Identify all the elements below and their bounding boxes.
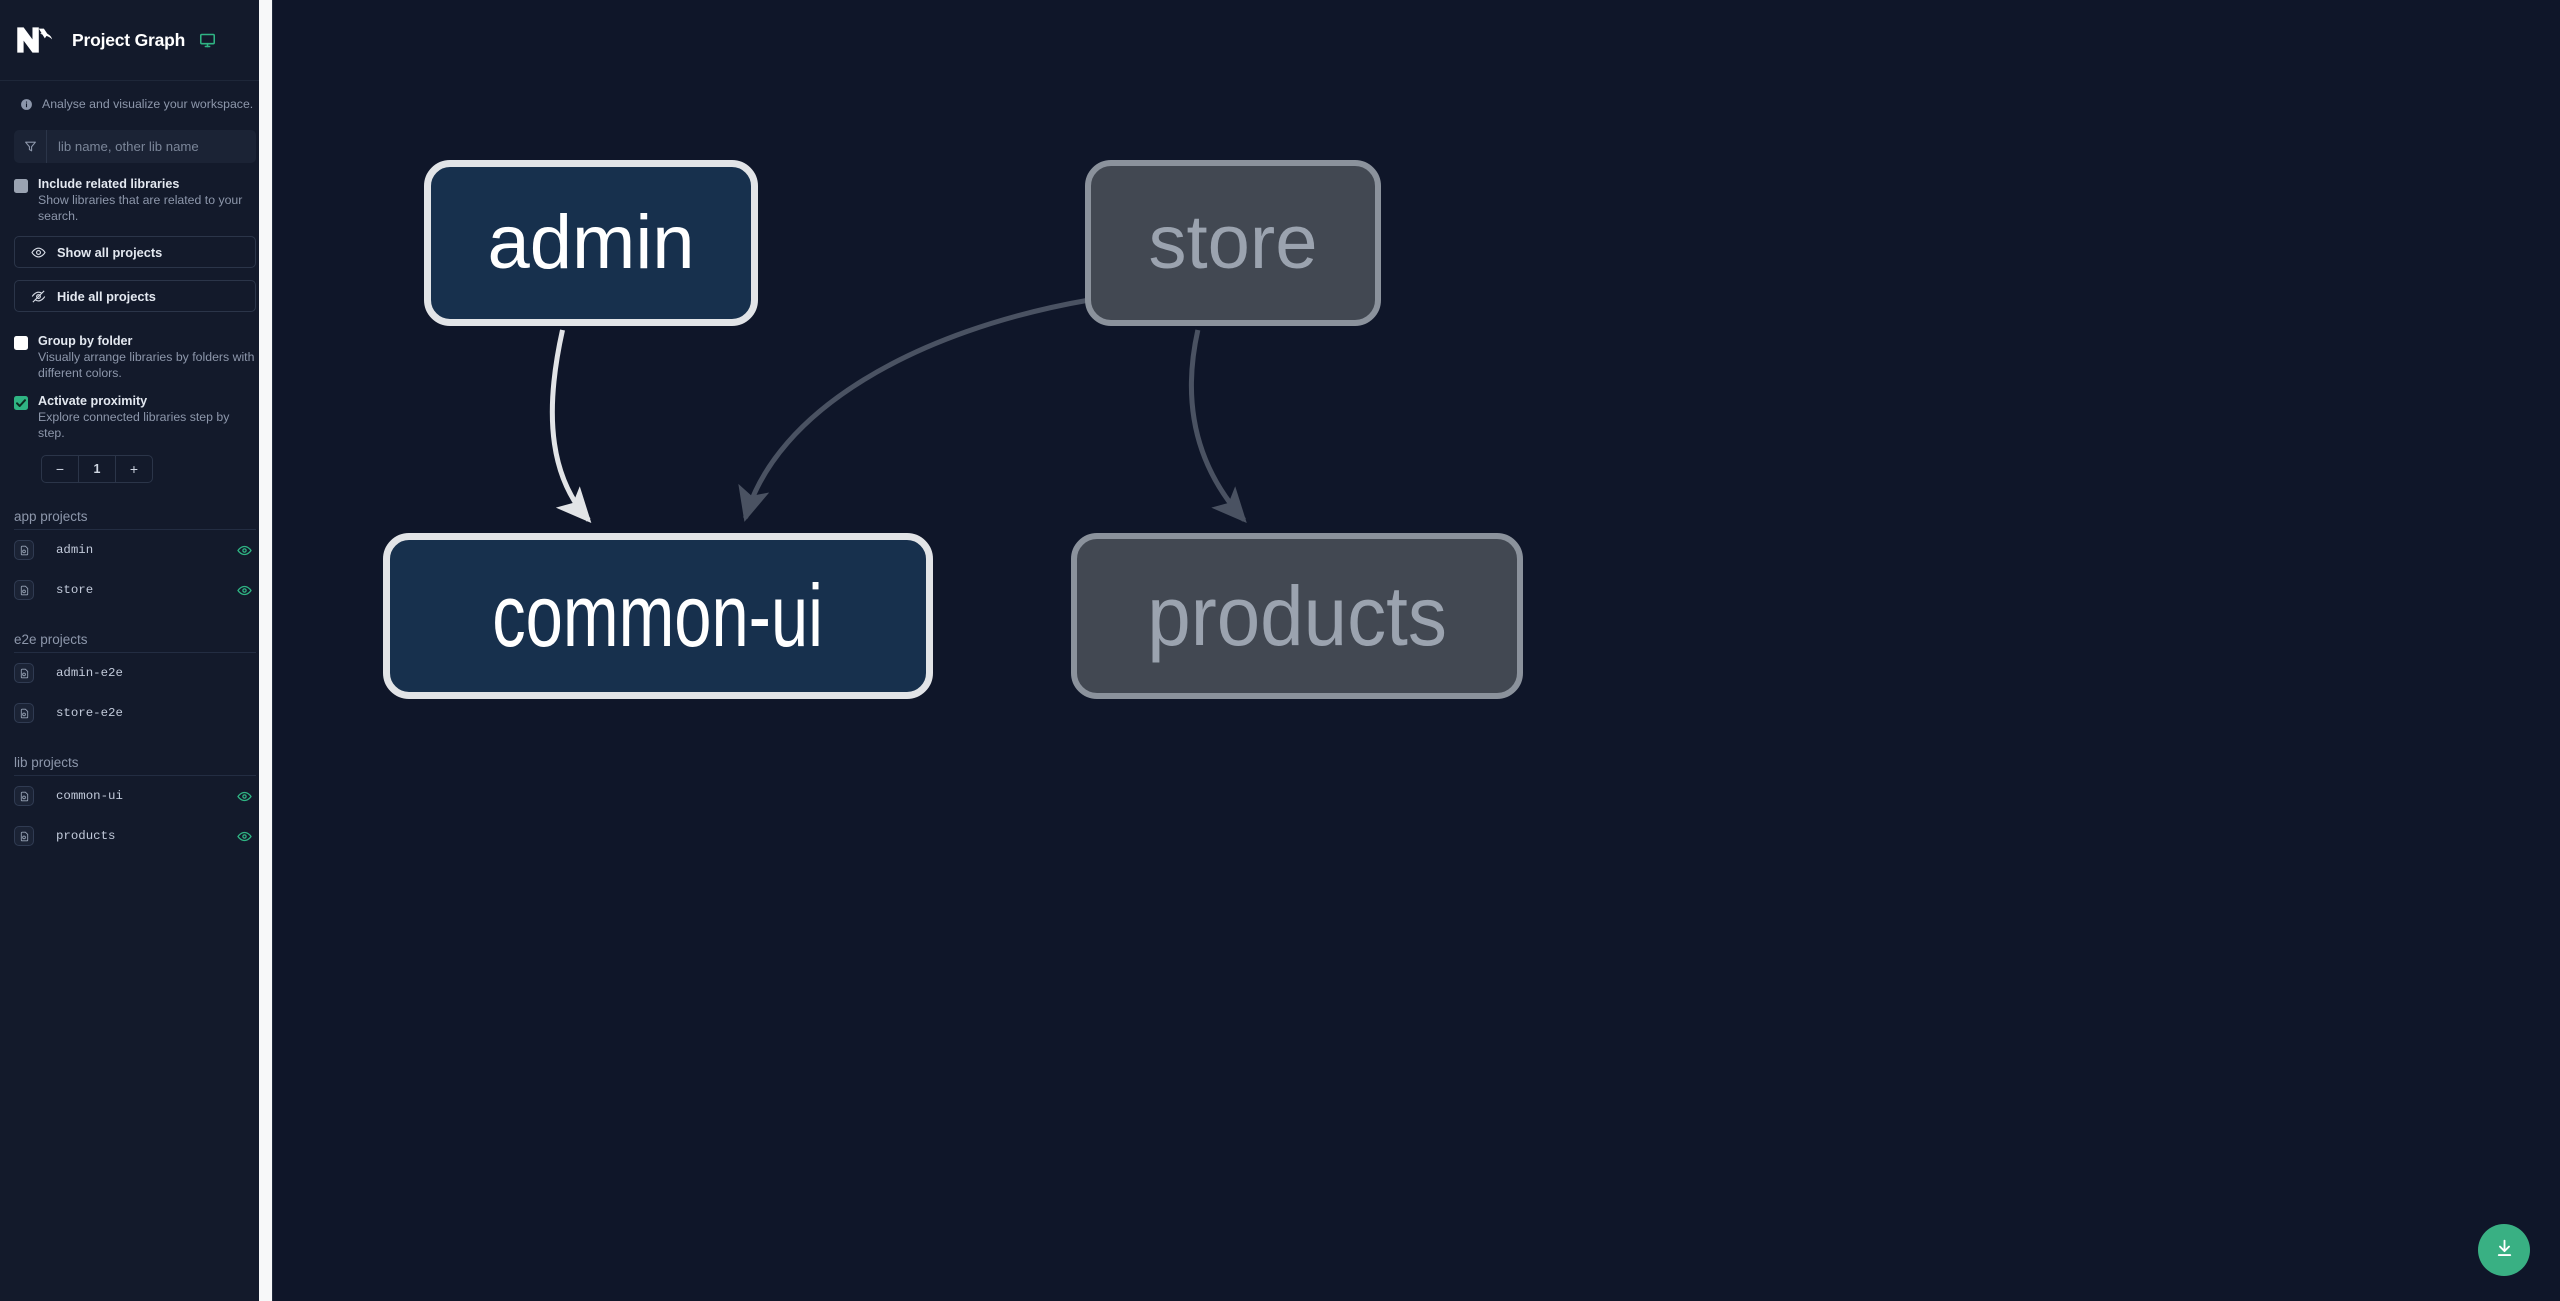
graph-node-label: products <box>1147 569 1447 663</box>
graph-node-admin[interactable]: admin <box>424 160 758 326</box>
project-name: products <box>56 829 116 843</box>
eye-icon[interactable] <box>237 543 252 558</box>
edge-store-to-products <box>1188 329 1247 523</box>
graph-node-label: common-ui <box>492 566 824 665</box>
option-group-by-folder[interactable]: Group by folder Visually arrange librari… <box>14 334 256 381</box>
eye-icon[interactable] <box>237 829 252 844</box>
nx-logo-icon <box>16 24 54 56</box>
eye-icon <box>31 247 46 257</box>
project-name: store <box>56 583 94 597</box>
checkbox-activate-proximity[interactable] <box>14 396 28 410</box>
project-row-common-ui[interactable]: common-ui <box>14 776 256 816</box>
option-activate-proximity[interactable]: Activate proximity Explore connected lib… <box>14 394 256 441</box>
section-title: lib projects <box>14 755 79 770</box>
section-title: e2e projects <box>14 632 88 647</box>
graph-canvas[interactable]: admin store common-ui products <box>272 0 2560 1301</box>
graph-edges <box>549 297 1247 523</box>
sidebar-scrollbar[interactable] <box>259 0 272 1301</box>
option-include-related-libraries[interactable]: Include related libraries Show libraries… <box>14 177 256 224</box>
proximity-decrement-button[interactable]: − <box>55 461 65 477</box>
option-description: Show libraries that are related to your … <box>38 193 243 223</box>
proximity-value: 1 <box>78 456 116 482</box>
show-all-projects-label: Show all projects <box>57 244 163 260</box>
monitor-icon[interactable] <box>199 32 216 49</box>
hide-all-projects-button[interactable]: Hide all projects <box>14 280 256 312</box>
tagline-text: Analyse and visualize your workspace. <box>42 97 254 111</box>
project-row-admin-e2e[interactable]: admin-e2e <box>14 653 256 693</box>
graph-node-label: store <box>1148 200 1318 285</box>
search-box[interactable] <box>14 130 256 163</box>
page-title: Project Graph <box>72 29 186 50</box>
project-name: store-e2e <box>56 706 123 720</box>
section-lib-projects: lib projects common-ui products <box>14 755 256 856</box>
show-all-projects-button[interactable]: Show all projects <box>14 236 256 268</box>
sidebar-header: Project Graph <box>0 0 272 81</box>
section-title: app projects <box>14 509 88 524</box>
edge-admin-to-common-ui <box>549 329 592 523</box>
section-e2e-projects: e2e projects admin-e2e store-e2e <box>14 632 256 733</box>
option-label: Group by folder <box>38 334 133 348</box>
project-file-icon <box>14 580 34 600</box>
project-file-icon <box>14 826 34 846</box>
divider <box>14 775 256 776</box>
checkbox-include-related-libraries[interactable] <box>14 179 28 193</box>
project-row-admin[interactable]: admin <box>14 530 256 570</box>
project-name: common-ui <box>56 789 123 803</box>
edge-store-to-common-ui <box>738 297 1090 522</box>
info-circle-icon <box>20 98 33 111</box>
project-row-store[interactable]: store <box>14 570 256 610</box>
option-label: Include related libraries <box>38 177 180 191</box>
hide-all-projects-label: Hide all projects <box>57 288 156 304</box>
project-file-icon <box>14 540 34 560</box>
check-icon <box>16 399 26 407</box>
download-graph-button[interactable] <box>2478 1224 2530 1276</box>
search-input[interactable] <box>47 130 256 163</box>
graph-node-products[interactable]: products <box>1071 533 1523 699</box>
section-app-projects: app projects admin store <box>14 509 256 610</box>
eye-icon[interactable] <box>237 583 252 598</box>
project-file-icon <box>14 703 34 723</box>
divider <box>14 529 256 530</box>
proximity-stepper[interactable]: − 1 + <box>41 455 153 483</box>
project-name: admin <box>56 543 94 557</box>
option-description: Visually arrange libraries by folders wi… <box>38 350 255 380</box>
download-icon <box>2494 1238 2515 1262</box>
checkbox-group-by-folder[interactable] <box>14 336 28 350</box>
project-row-store-e2e[interactable]: store-e2e <box>14 693 256 733</box>
eye-icon[interactable] <box>237 789 252 804</box>
graph-node-common-ui[interactable]: common-ui <box>383 533 933 699</box>
tagline: Analyse and visualize your workspace. <box>0 81 272 125</box>
filter-funnel-icon <box>14 130 47 163</box>
option-label: Activate proximity <box>38 394 148 408</box>
option-description: Explore connected libraries step by step… <box>38 410 230 440</box>
divider <box>14 652 256 653</box>
graph-node-label: admin <box>487 200 695 285</box>
project-file-icon <box>14 786 34 806</box>
project-name: admin-e2e <box>56 666 123 680</box>
project-row-products[interactable]: products <box>14 816 256 856</box>
project-file-icon <box>14 663 34 683</box>
sidebar: Project Graph Analyse and visualize your… <box>0 0 272 1301</box>
sidebar-body: Include related libraries Show libraries… <box>0 130 272 856</box>
proximity-increment-button[interactable]: + <box>129 461 139 477</box>
graph-node-store[interactable]: store <box>1085 160 1381 326</box>
eye-off-icon <box>31 289 46 303</box>
